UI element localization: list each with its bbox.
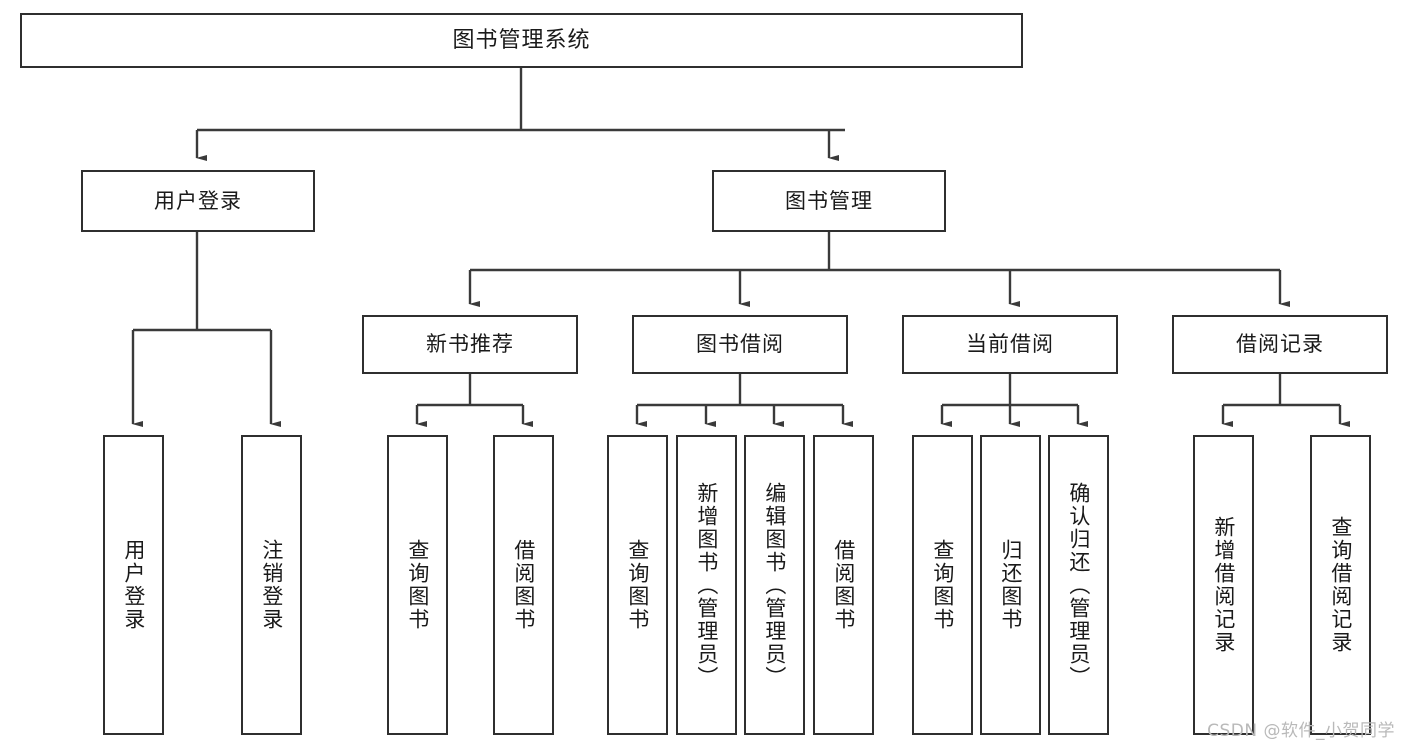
node-label: 借阅记录 <box>1236 332 1324 357</box>
node-current-borrow[interactable]: 当前借阅 <box>902 315 1118 374</box>
node-leaf-borrow-book[interactable]: 借阅图书 <box>813 435 874 735</box>
node-label: 新增图书（管理员） <box>694 481 719 689</box>
node-book-management[interactable]: 图书管理 <box>712 170 946 232</box>
watermark-text: CSDN @软件_小贺同学 <box>1207 721 1395 741</box>
node-label: 借阅图书 <box>511 539 536 631</box>
node-label: 查询图书 <box>625 539 650 631</box>
node-label: 编辑图书（管理员） <box>762 481 787 689</box>
node-leaf-confirm-return[interactable]: 确认归还（管理员） <box>1048 435 1109 735</box>
node-label: 新书推荐 <box>426 332 514 357</box>
node-new-book-recommend[interactable]: 新书推荐 <box>362 315 578 374</box>
node-label: 新增借阅记录 <box>1211 516 1236 654</box>
node-root-system[interactable]: 图书管理系统 <box>20 13 1023 68</box>
node-label: 借阅图书 <box>831 539 856 631</box>
node-leaf-logout[interactable]: 注销登录 <box>241 435 302 735</box>
node-label: 查询图书 <box>405 539 430 631</box>
node-leaf-borrow-book-recommend[interactable]: 借阅图书 <box>493 435 554 735</box>
node-label: 用户登录 <box>121 539 146 631</box>
node-label: 查询借阅记录 <box>1328 516 1353 654</box>
node-label: 注销登录 <box>259 539 284 631</box>
node-leaf-query-book-borrow[interactable]: 查询图书 <box>607 435 668 735</box>
node-label: 当前借阅 <box>966 332 1054 357</box>
node-borrow-record[interactable]: 借阅记录 <box>1172 315 1388 374</box>
node-label: 确认归还（管理员） <box>1066 481 1091 689</box>
node-leaf-edit-book[interactable]: 编辑图书（管理员） <box>744 435 805 735</box>
node-label: 查询图书 <box>930 539 955 631</box>
node-leaf-user-login[interactable]: 用户登录 <box>103 435 164 735</box>
node-label: 图书借阅 <box>696 332 784 357</box>
node-label: 用户登录 <box>154 188 242 213</box>
node-leaf-add-book[interactable]: 新增图书（管理员） <box>676 435 737 735</box>
node-leaf-query-book-recommend[interactable]: 查询图书 <box>387 435 448 735</box>
node-label: 图书管理 <box>785 188 873 213</box>
node-user-login[interactable]: 用户登录 <box>81 170 315 232</box>
node-label: 归还图书 <box>998 539 1023 631</box>
node-label: 图书管理系统 <box>452 27 591 53</box>
node-leaf-return-book[interactable]: 归还图书 <box>980 435 1041 735</box>
node-leaf-query-book-current[interactable]: 查询图书 <box>912 435 973 735</box>
node-leaf-query-record[interactable]: 查询借阅记录 <box>1310 435 1371 735</box>
node-book-borrow[interactable]: 图书借阅 <box>632 315 848 374</box>
node-leaf-add-record[interactable]: 新增借阅记录 <box>1193 435 1254 735</box>
